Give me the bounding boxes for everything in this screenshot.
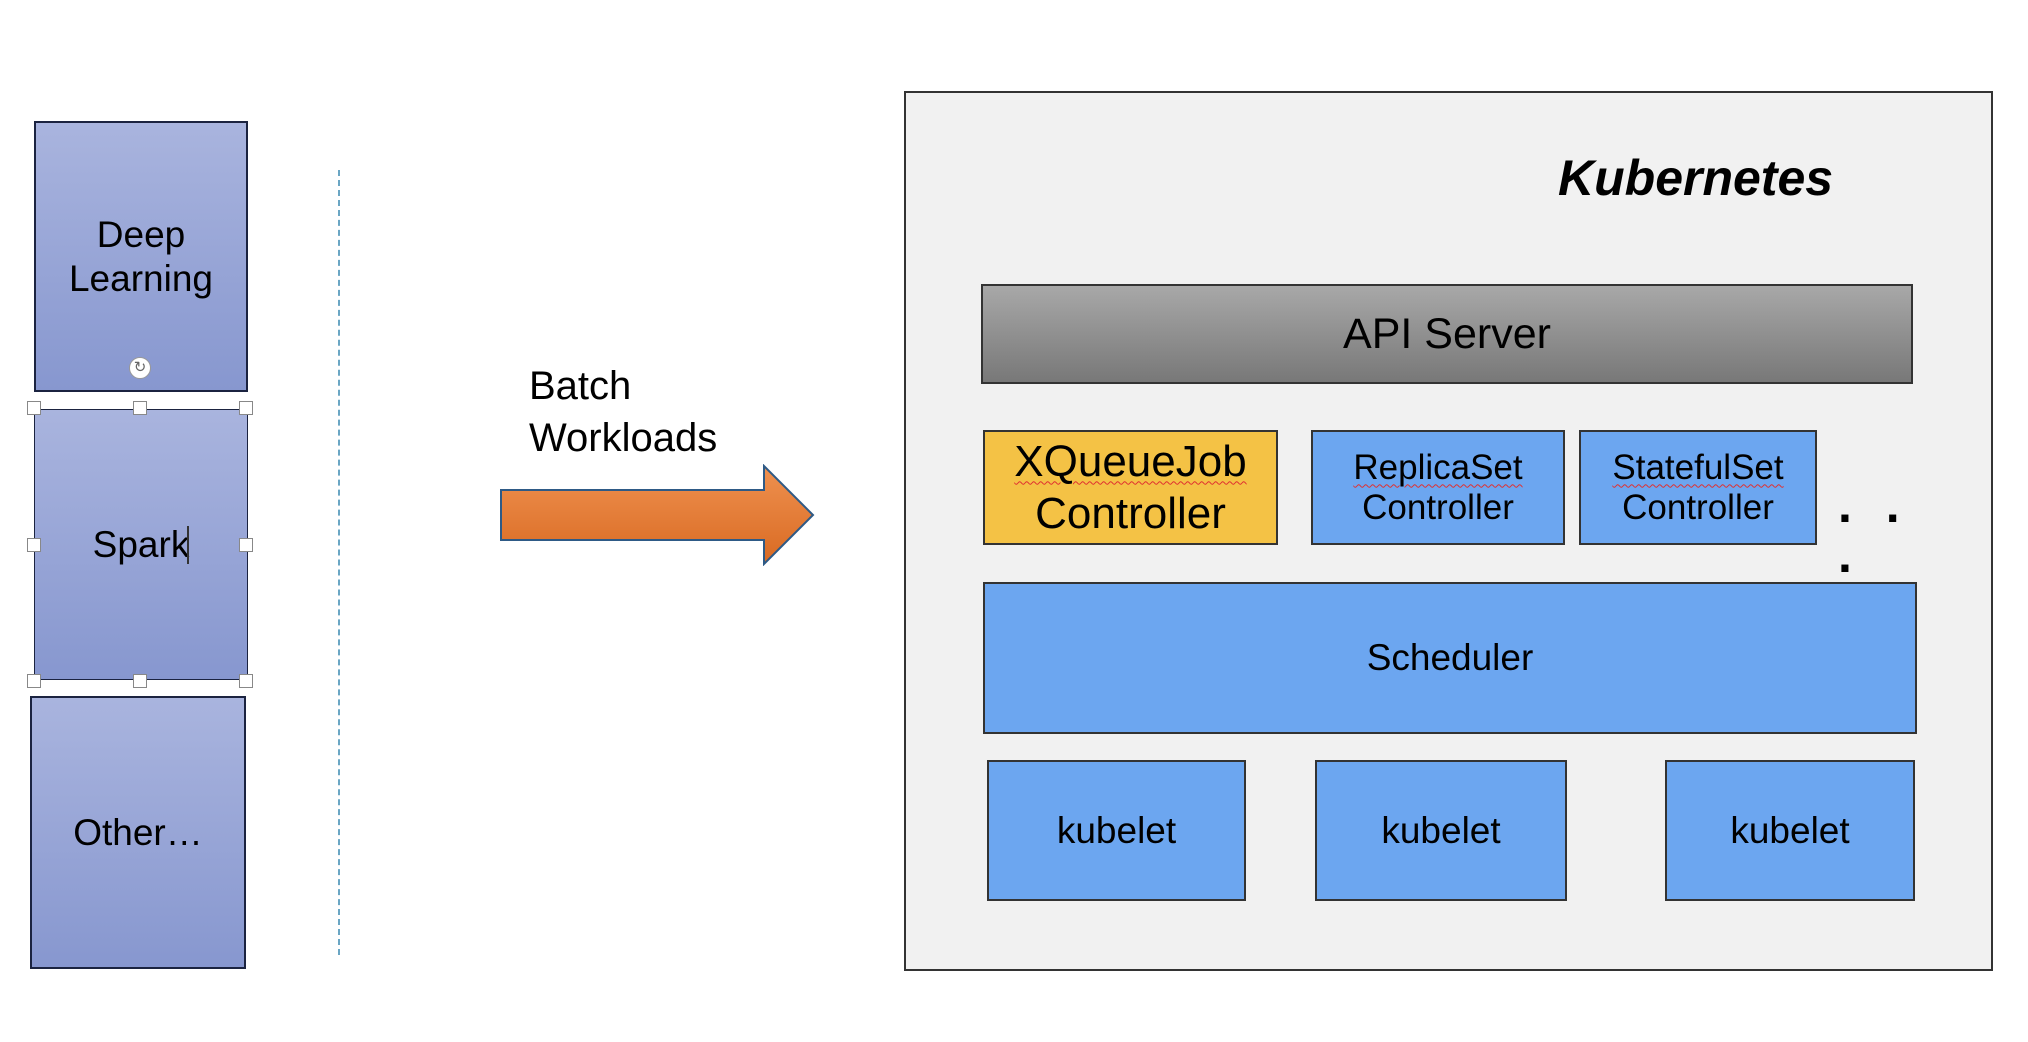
statefulset-controller-box[interactable]: StatefulSet Controller [1579, 430, 1817, 545]
replicaset-controller-line1: ReplicaSet [1353, 447, 1523, 487]
resize-handle-bottom-right[interactable] [239, 674, 253, 688]
resize-handle-top-left[interactable] [27, 401, 41, 415]
resize-handle-top-right[interactable] [239, 401, 253, 415]
resize-handle-top[interactable] [133, 401, 147, 415]
more-controllers-ellipsis: . . . [1838, 477, 1910, 583]
workload-spark[interactable]: Spark [34, 409, 248, 680]
workload-other-label: Other… [73, 811, 203, 853]
api-server-box[interactable]: API Server [981, 284, 1913, 384]
dashed-divider [338, 170, 340, 955]
batch-workloads-label: Batch Workloads [529, 364, 718, 460]
resize-handle-left[interactable] [27, 538, 41, 552]
xqueuejob-controller-line2: Controller [1035, 488, 1226, 538]
statefulset-controller-line1: StatefulSet [1612, 447, 1784, 487]
xqueuejob-controller-box[interactable]: XQueueJob Controller [983, 430, 1278, 545]
kubelet-box[interactable]: kubelet [987, 760, 1246, 901]
kubernetes-title: Kubernetes [1558, 150, 1834, 206]
workload-deep-learning-label: Deep Learning [68, 213, 213, 299]
text-cursor [187, 526, 189, 564]
replicaset-controller-box[interactable]: ReplicaSet Controller [1311, 430, 1565, 545]
workload-deep-learning[interactable]: Deep Learning [34, 121, 248, 392]
kubelet-label: kubelet [1381, 809, 1501, 851]
scheduler-label: Scheduler [1366, 637, 1534, 678]
resize-handle-right[interactable] [239, 538, 253, 552]
workload-spark-label: Spark [92, 523, 190, 565]
workload-other[interactable]: Other… [30, 696, 246, 969]
resize-handle-bottom[interactable] [133, 674, 147, 688]
kubelet-label: kubelet [1730, 809, 1850, 851]
right-arrow-icon[interactable] [498, 464, 816, 566]
scheduler-box[interactable]: Scheduler [983, 582, 1917, 734]
api-server-label: API Server [1343, 309, 1551, 358]
kubelet-box[interactable]: kubelet [1665, 760, 1915, 901]
statefulset-controller-line2: Controller [1622, 487, 1774, 527]
rotate-handle-icon[interactable]: ↻ [129, 357, 151, 379]
kubelet-box[interactable]: kubelet [1315, 760, 1567, 901]
resize-handle-bottom-left[interactable] [27, 674, 41, 688]
xqueuejob-controller-line1: XQueueJob [1014, 436, 1247, 486]
replicaset-controller-line2: Controller [1362, 487, 1514, 527]
kubelet-label: kubelet [1056, 809, 1177, 851]
